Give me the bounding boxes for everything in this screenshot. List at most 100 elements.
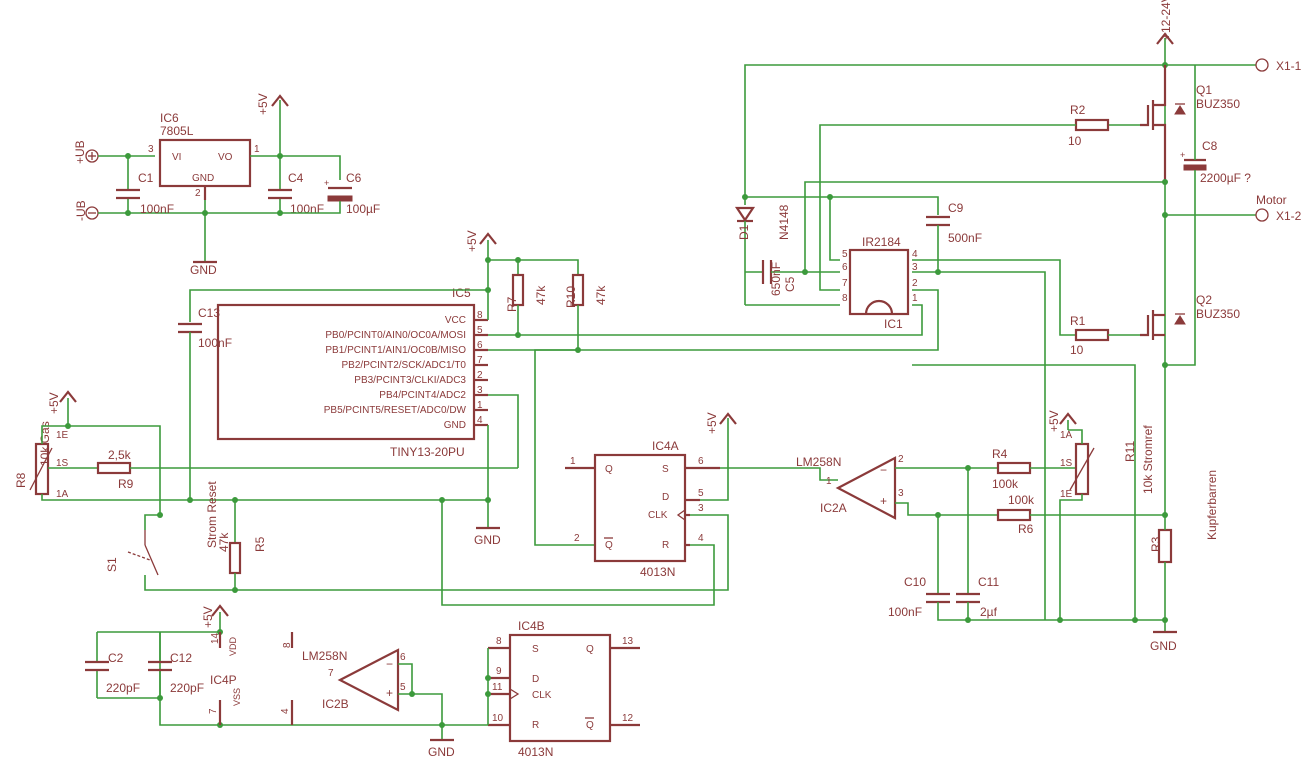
svg-text:2: 2	[195, 188, 201, 199]
ic1-body	[848, 248, 910, 316]
svg-text:3: 3	[148, 144, 154, 155]
svg-text:1: 1	[254, 144, 260, 155]
mcu-pin-numbers: 8 5 6 7 2 3 1 4	[477, 310, 483, 426]
svg-text:D1: D1	[737, 224, 751, 240]
svg-text:+5V: +5V	[47, 392, 61, 414]
ic2a-triangle	[835, 456, 897, 520]
mcu-pin-label: PB3/PCINT3/CLKI/ADC3	[354, 375, 466, 386]
svg-text:−: −	[386, 657, 393, 671]
svg-text:2: 2	[898, 454, 904, 465]
svg-text:2: 2	[477, 370, 483, 381]
mcu-pin-label: GND	[444, 420, 466, 431]
svg-text:7: 7	[328, 668, 334, 679]
svg-text:R3: R3	[1149, 536, 1163, 552]
svg-text:−: −	[880, 463, 887, 477]
svg-text:+: +	[1180, 150, 1185, 160]
svg-text:Q: Q	[586, 720, 594, 731]
svg-text:R10: R10	[564, 286, 578, 308]
svg-text:C9: C9	[948, 201, 964, 215]
svg-text:IC2A: IC2A	[820, 501, 847, 515]
svg-text:N4148: N4148	[777, 204, 791, 240]
svg-text:CLK: CLK	[648, 510, 668, 521]
svg-text:R7: R7	[505, 296, 519, 312]
mcu-pin-label: VCC	[445, 315, 466, 326]
r1-body	[1074, 328, 1110, 342]
x1-1-terminal[interactable]	[1255, 58, 1269, 72]
svg-text:7: 7	[842, 278, 848, 289]
svg-text:220pF: 220pF	[170, 681, 204, 695]
svg-text:VO: VO	[218, 152, 233, 163]
input-section: R8 10k Gas 1E 1S 1A +5V 2,5k R9 S1 Strom…	[14, 390, 729, 606]
svg-text:S: S	[532, 644, 539, 655]
svg-text:Strom Reset: Strom Reset	[205, 481, 219, 548]
power-stage: +12-24V X1-1 Q1 BUZ350 R2 10 + C8 2200µF…	[734, 0, 1302, 620]
svg-text:2200µF ?: 2200µF ?	[1200, 171, 1251, 185]
ff-ic4a: IC4A 4013N Q S D CLK Q R 1 6 5 3 2 4 +5V	[565, 412, 838, 579]
ic2b-triangle	[337, 648, 400, 712]
svg-text:LM258N: LM258N	[302, 649, 347, 663]
svg-text:2: 2	[574, 533, 580, 544]
svg-text:100k: 100k	[992, 477, 1019, 491]
opamp-ic2a: LM258N IC2A 1 2 3 − + R4 100k 100k R6 1A…	[796, 410, 1219, 653]
ic5-body	[216, 303, 476, 441]
svg-text:9: 9	[496, 666, 502, 677]
svg-text:Q: Q	[605, 464, 613, 475]
svg-text:TINY13-20PU: TINY13-20PU	[390, 445, 465, 459]
svg-text:13: 13	[622, 636, 634, 647]
r9-body	[96, 461, 132, 475]
svg-text:5: 5	[477, 325, 483, 336]
vcc5-arrow	[271, 94, 289, 107]
svg-text:10k Stromref: 10k Stromref	[1141, 425, 1155, 494]
svg-text:6: 6	[400, 652, 406, 663]
svg-text:1: 1	[477, 400, 483, 411]
svg-text:C5: C5	[783, 276, 797, 292]
svg-text:R5: R5	[253, 536, 267, 552]
svg-text:650nF: 650nF	[769, 262, 783, 296]
svg-text:R9: R9	[118, 477, 134, 491]
svg-text:220pF: 220pF	[106, 681, 140, 695]
svg-text:R4: R4	[992, 447, 1008, 461]
x1-2-terminal[interactable]	[1255, 208, 1269, 222]
mcu-section: IC5 TINY13-20PU VCC PB0/PCINT0/AIN0/OC0A…	[178, 230, 939, 547]
svg-text:+12-24V: +12-24V	[1159, 0, 1173, 40]
svg-text:IC4B: IC4B	[518, 619, 545, 633]
mcu-pin-labels: VCC PB0/PCINT0/AIN0/OC0A/MOSI PB1/PCINT1…	[324, 315, 467, 431]
svg-text:IC4P: IC4P	[210, 673, 237, 687]
svg-text:6: 6	[477, 340, 483, 351]
r5-body	[228, 541, 242, 575]
svg-text:4: 4	[280, 708, 291, 714]
svg-text:8: 8	[282, 642, 293, 648]
svg-text:C4: C4	[288, 171, 304, 185]
mcu-pin-label: PB1/PCINT1/AIN1/OC0B/MISO	[325, 345, 466, 356]
mcu-pin-label: PB0/PCINT0/AIN0/OC0A/MOSI	[325, 330, 466, 341]
svg-text:4013N: 4013N	[640, 565, 675, 579]
svg-text:7: 7	[208, 708, 219, 714]
svg-text:+: +	[386, 686, 393, 700]
svg-text:10: 10	[1068, 134, 1082, 148]
svg-text:GND: GND	[192, 173, 214, 184]
svg-text:2µf: 2µf	[980, 605, 998, 619]
svg-text:100µF: 100µF	[346, 202, 380, 216]
svg-text:Motor: Motor	[1256, 193, 1287, 207]
svg-text:R2: R2	[1070, 103, 1086, 117]
svg-text:BUZ350: BUZ350	[1196, 97, 1240, 111]
mcu-pin-label: PB4/PCINT4/ADC2	[379, 390, 466, 401]
svg-text:5: 5	[698, 488, 704, 499]
svg-text:4: 4	[912, 249, 918, 260]
svg-text:+: +	[324, 178, 329, 188]
svg-text:100nF: 100nF	[198, 336, 232, 350]
svg-text:7: 7	[477, 355, 483, 366]
svg-text:Kupferbarren: Kupferbarren	[1205, 470, 1219, 540]
svg-text:D: D	[662, 492, 669, 503]
svg-text:4013N: 4013N	[518, 745, 553, 759]
svg-text:C2: C2	[108, 651, 124, 665]
svg-text:1: 1	[912, 293, 918, 304]
svg-text:R11: R11	[1123, 441, 1137, 462]
svg-text:47k: 47k	[594, 285, 608, 305]
mcu-pin-label: PB2/PCINT2/SCK/ADC1/T0	[342, 360, 467, 371]
svg-text:100nF: 100nF	[290, 202, 324, 216]
svg-text:1S: 1S	[1060, 458, 1073, 469]
svg-text:R1: R1	[1070, 314, 1086, 328]
svg-text:8: 8	[496, 636, 502, 647]
d1-symbol	[734, 206, 756, 222]
